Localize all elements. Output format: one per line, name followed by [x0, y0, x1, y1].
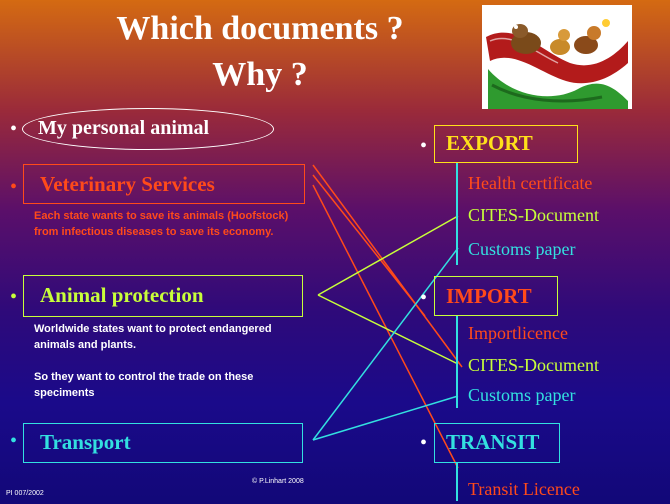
export-health-certificate: Health certificate	[468, 173, 593, 193]
import-label: IMPORT	[446, 284, 532, 308]
export-vertical-rule	[456, 163, 458, 265]
protection-box	[23, 275, 303, 317]
bullet: •	[10, 430, 18, 452]
export-cites-document: CITES-Document	[468, 205, 599, 225]
export-box	[434, 125, 578, 163]
title-line-2: Why ?	[212, 56, 308, 93]
cartoon-animals-icon	[486, 19, 628, 109]
bullet: •	[10, 118, 18, 140]
transit-licence: Transit Licence	[468, 479, 580, 499]
footer-date: PI 007/2002	[6, 490, 44, 497]
protection-description-2: So they want to control the trade on the…	[34, 371, 254, 399]
personal-animal-label: My personal animal	[38, 117, 210, 139]
personal-animal-ellipse	[22, 108, 274, 150]
footer-copyright: © P.Linhart 2008	[252, 478, 304, 485]
title-line-1: Which documents ?	[116, 10, 404, 47]
bullet: •	[420, 287, 428, 309]
import-cites-document: CITES-Document	[468, 355, 599, 375]
lion-king-clipart-image	[482, 5, 632, 109]
veterinary-description: Each state wants to save its animals (Ho…	[34, 210, 289, 238]
import-box	[434, 276, 558, 316]
import-vertical-rule	[456, 316, 458, 408]
transit-vertical-rule	[456, 463, 458, 501]
veterinary-box	[23, 164, 305, 204]
export-customs-paper: Customs paper	[468, 239, 576, 259]
transit-box	[434, 423, 560, 463]
protection-label: Animal protection	[40, 283, 204, 307]
transport-label: Transport	[40, 430, 131, 454]
veterinary-label: Veterinary Services	[40, 172, 215, 196]
transit-label: TRANSIT	[446, 430, 540, 454]
bullet: •	[10, 286, 18, 308]
bullet: •	[420, 432, 428, 454]
bullet: •	[420, 135, 428, 157]
import-importlicence: Importlicence	[468, 323, 568, 343]
export-label: EXPORT	[446, 131, 533, 155]
transport-box	[23, 423, 303, 463]
bullet: •	[10, 176, 18, 198]
import-customs-paper: Customs paper	[468, 385, 576, 405]
protection-description-1: Worldwide states want to protect endange…	[34, 323, 272, 351]
